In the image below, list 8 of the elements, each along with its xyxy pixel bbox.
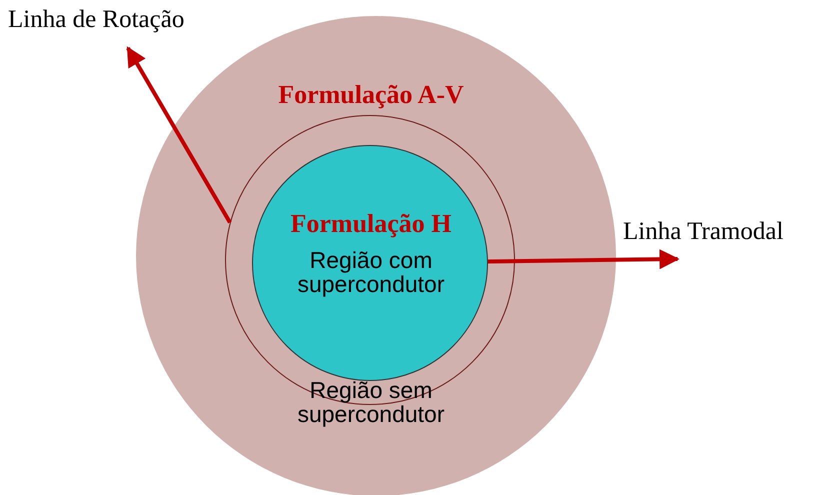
region-label: Região com supercondutor [296,248,446,296]
callout-label: Linha de Rotação [8,6,184,34]
heading-text: Formulação A-V [277,81,465,108]
callout-label: Linha Tramodal [623,218,784,246]
region-label: Região sem supercondutor [296,378,446,426]
heading-text: Formulação H [289,210,453,238]
arrow [488,249,680,270]
arrow [126,46,232,224]
